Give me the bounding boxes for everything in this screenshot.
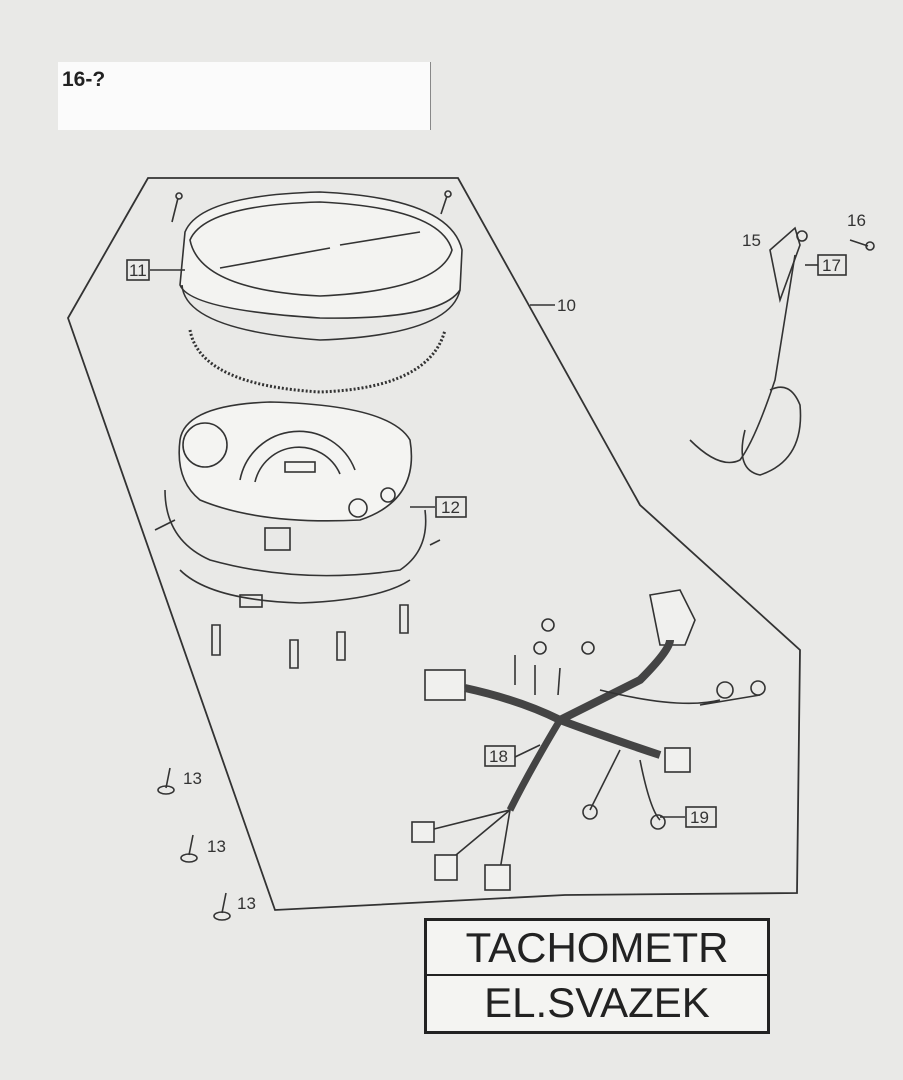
screw-13-icon xyxy=(213,892,231,921)
page-number: 16-? xyxy=(62,68,106,91)
screw-13-icon xyxy=(180,834,198,863)
meter-lens-icon xyxy=(179,191,463,394)
part-label-12: 12 xyxy=(441,498,460,517)
part-label-13: 13 xyxy=(207,837,226,856)
part-label-13: 13 xyxy=(183,769,202,788)
part-label-18: 18 xyxy=(489,747,508,766)
title-line-2: EL.SVAZEK xyxy=(427,974,767,1029)
meter-body-icon xyxy=(154,401,441,608)
part-label-16: 16 xyxy=(847,211,866,230)
part-label-13: 13 xyxy=(237,894,256,913)
screw-13-icon xyxy=(157,767,175,795)
bulb-socket-icon xyxy=(211,604,409,669)
screw-icon xyxy=(171,192,183,223)
wiring-harness-icon xyxy=(411,589,766,891)
part-label-19: 19 xyxy=(690,808,709,827)
part-label-11: 11 xyxy=(129,261,147,280)
speedometer-cable-icon xyxy=(689,226,875,476)
screw-icon xyxy=(440,190,452,215)
part-label-15: 15 xyxy=(742,231,761,250)
title-box: TACHOMETR EL.SVAZEK xyxy=(424,918,770,1034)
title-line-1: TACHOMETR xyxy=(465,924,729,971)
part-label-10: 10 xyxy=(557,296,576,315)
page-number-box: 16-? xyxy=(58,62,431,130)
part-label-17: 17 xyxy=(822,256,841,275)
assembly-outline xyxy=(67,177,801,911)
